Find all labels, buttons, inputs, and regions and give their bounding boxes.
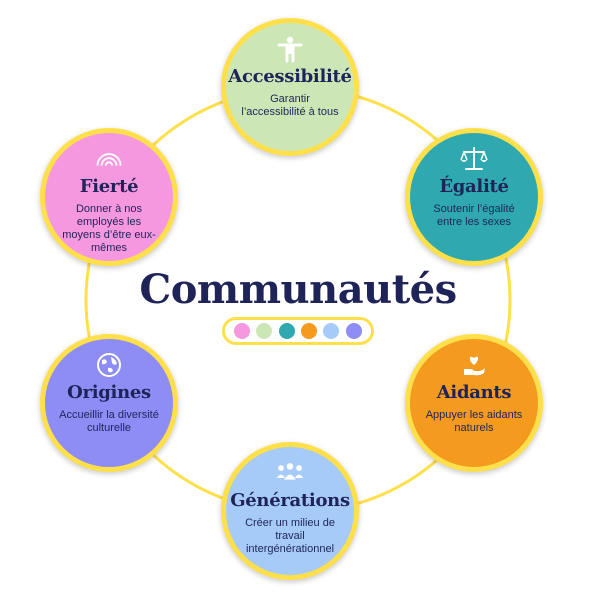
node-title: Origines	[67, 382, 151, 403]
person-arms-open-icon	[276, 35, 304, 63]
node-generations: Générations Créer un milieu de travail i…	[221, 442, 359, 580]
group-people-icon	[276, 459, 304, 487]
node-description: Soutenir l’égalité entre les sexes	[433, 203, 515, 228]
node-aidants: Aidants Appuyer les aidants naturels	[405, 334, 543, 472]
main-title: Communautés	[139, 266, 457, 313]
hand-heart-icon	[460, 351, 488, 379]
node-description: Garantir l’accessibilité à tous	[241, 93, 339, 118]
node-title: Aidants	[436, 382, 512, 403]
color-dot	[301, 323, 318, 339]
globe-icon	[95, 351, 123, 379]
node-accessibilite: Accessibilité Garantir l’accessibilité à…	[221, 18, 359, 156]
balance-scale-icon	[460, 145, 488, 173]
node-description: Créer un milieu de travail intergénérati…	[245, 517, 335, 555]
node-description: Appuyer les aidants naturels	[425, 409, 523, 434]
node-fierte: Fierté Donner à nos employés les moyens …	[40, 128, 178, 266]
node-title: Accessibilité	[228, 66, 352, 87]
node-title: Égalité	[439, 176, 509, 197]
color-dot	[256, 323, 273, 339]
node-egalite: Égalité Soutenir l’égalité entre les sex…	[405, 128, 543, 266]
node-origines: Origines Accueillir la diversité culture…	[40, 334, 178, 472]
rainbow-icon	[95, 145, 123, 173]
node-description: Accueillir la diversité culturelle	[59, 409, 159, 434]
node-title: Fierté	[79, 176, 139, 197]
node-title: Générations	[230, 490, 350, 511]
color-dot	[323, 323, 340, 339]
color-dots-bar	[222, 317, 374, 345]
color-dot	[234, 323, 251, 339]
color-dot	[278, 323, 295, 339]
color-dot	[345, 323, 362, 339]
node-description: Donner à nos employés les moyens d’être …	[62, 203, 156, 254]
